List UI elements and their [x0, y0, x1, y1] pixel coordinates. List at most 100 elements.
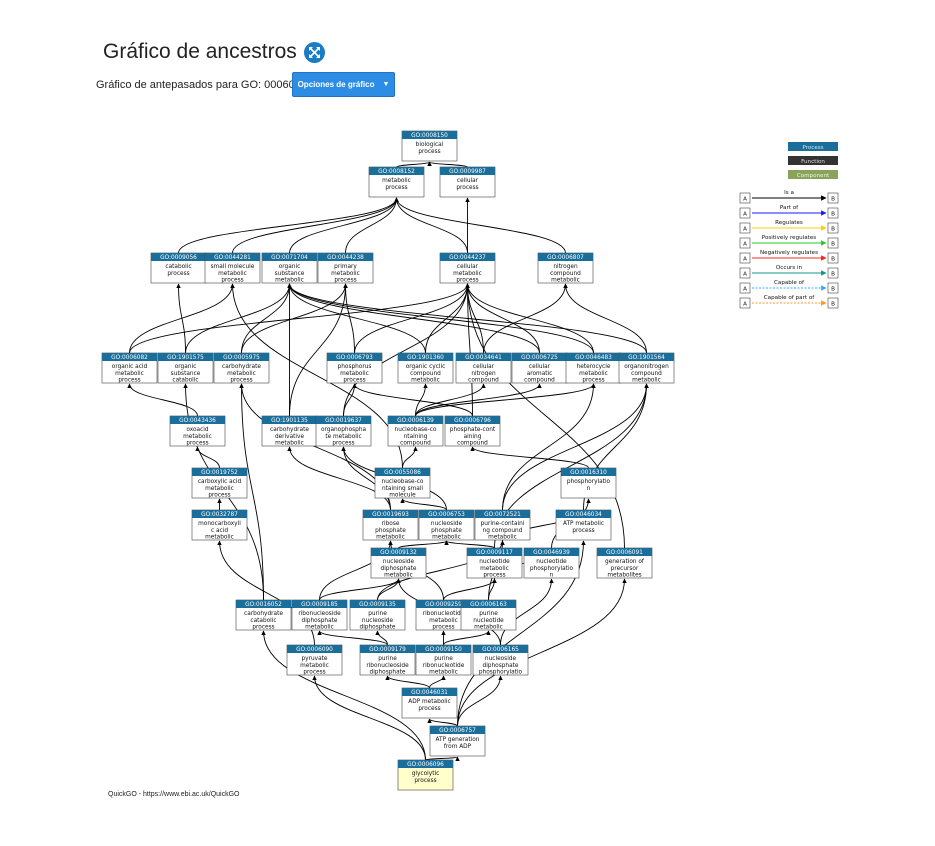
node-label-line: organic acid: [112, 364, 148, 370]
is-a-edge: [457, 578, 627, 727]
legend-box-b: B: [827, 237, 839, 249]
node-header: [363, 510, 418, 518]
node-label-line: process: [456, 278, 478, 284]
is-a-edge: [232, 197, 399, 254]
node-go-id: GO:0006807: [547, 255, 584, 261]
legend-relation-label: Part of: [780, 205, 799, 211]
is-a-edge: [287, 283, 540, 354]
node-label-line: nucleoside: [431, 521, 463, 527]
node-label-line: process: [167, 271, 189, 277]
go-term-node[interactable]: GO:0009179purineribonucleosidediphosphat…: [359, 644, 416, 676]
node-label-line: metabolic: [382, 178, 411, 184]
is-a-edge: [178, 197, 399, 254]
node-label-line: ng compound: [483, 528, 523, 534]
node-label-line: organic cyclic: [406, 364, 446, 370]
go-term-node[interactable]: GO:1901135carbohydratederivativemetaboli…: [261, 415, 318, 447]
node-label-line: carbohydrate: [244, 611, 283, 617]
node-header: [440, 253, 495, 261]
is-a-edge: [287, 283, 426, 354]
is-a-edge: [129, 283, 470, 354]
node-label-line: process: [252, 625, 274, 631]
node-label-line: metabolites: [607, 573, 641, 579]
go-term-node[interactable]: GO:0009185ribonucleosidediphosphatemetab…: [291, 599, 348, 631]
node-label-line: nucleobase-co: [395, 427, 437, 433]
node-go-id: GO:0034641: [465, 355, 502, 361]
is-a-edge: [425, 283, 470, 354]
node-header: [170, 416, 225, 424]
go-term-node[interactable]: GO:1901564organonitrogencompoundmetaboli…: [618, 352, 675, 384]
node-label-line: nitrogen: [553, 264, 578, 270]
is-a-edge: [502, 383, 596, 511]
is-a-edge: [465, 283, 540, 354]
is-a-edge: [415, 383, 486, 417]
legend-box-a-label: A: [743, 227, 747, 233]
node-label-line: ribonucleotide: [423, 663, 465, 669]
node-label-line: substance: [275, 271, 305, 277]
legend-box-a: A: [739, 252, 751, 264]
node-go-id: GO:0006757: [439, 728, 476, 734]
node-go-id: GO:0019752: [201, 470, 238, 476]
node-header: [327, 353, 382, 361]
node-label-line: organonitrogen: [624, 364, 669, 370]
go-term-node[interactable]: GO:0006165nucleosidediphosphatephosphory…: [472, 644, 529, 676]
node-label-line: aromatic: [527, 371, 553, 377]
graph-options-button[interactable]: Opciones de gráfico ▼: [292, 72, 395, 97]
node-header: [192, 510, 247, 518]
node-header: [192, 468, 247, 476]
node-label-line: substance: [171, 371, 201, 377]
node-header: [430, 726, 485, 734]
legend-box-a-label: A: [743, 212, 747, 218]
expand-arrows-icon[interactable]: [303, 41, 325, 63]
node-header: [158, 353, 213, 361]
node-label-line: metabolic: [218, 271, 247, 277]
node-header: [236, 600, 291, 608]
node-label-line: nitrogen: [471, 371, 496, 377]
is-a-edge: [443, 578, 497, 601]
node-go-id: GO:0019693: [372, 512, 409, 518]
node-label-line: process: [118, 378, 140, 384]
node-label-line: process: [414, 778, 436, 784]
